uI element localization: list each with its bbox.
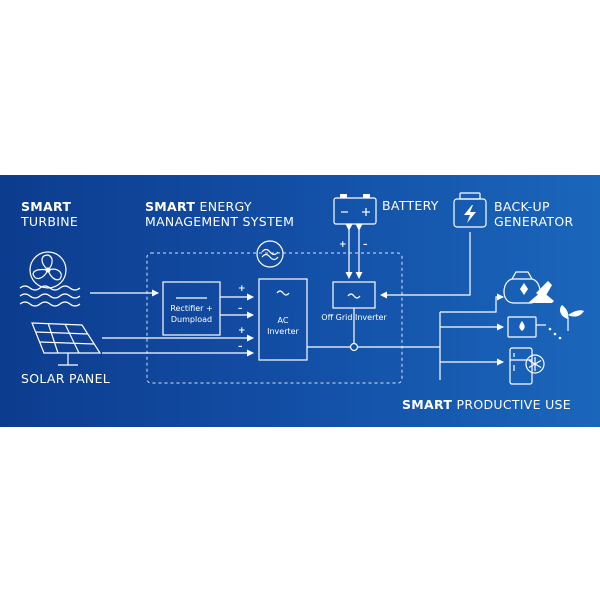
irrigation-icon xyxy=(507,305,584,340)
svg-text:–: – xyxy=(238,304,243,314)
grain-mill-icon xyxy=(503,271,554,304)
ac-inverter-box xyxy=(258,278,308,361)
off-grid-inverter-box xyxy=(332,281,376,309)
svg-text:+: + xyxy=(238,284,246,294)
off-grid-inverter-label: Off Grid Inverter xyxy=(321,313,387,322)
svg-text:–: – xyxy=(238,342,243,352)
system-diagram: + – + – + – xyxy=(19,192,584,385)
battery-label: BATTERY xyxy=(382,198,439,213)
rectifier-box xyxy=(162,281,221,336)
refrigerator-icon xyxy=(509,347,545,385)
generator-icon xyxy=(453,192,487,228)
rectifier-label: Rectifier +Dumpload xyxy=(170,304,213,324)
svg-text:+: + xyxy=(238,326,246,336)
generator-to-inverter-line xyxy=(380,232,471,299)
svg-text:+: + xyxy=(339,240,347,250)
productive-use-label: SMART PRODUCTIVE USE xyxy=(402,397,571,412)
turbine-icon xyxy=(19,251,81,307)
energy-system-banner: + – + – + – xyxy=(0,175,600,427)
ems-sine-icon xyxy=(256,240,284,268)
solar-panel-label: SOLAR PANEL xyxy=(21,371,111,386)
ems-boundary xyxy=(146,252,403,384)
battery-icon xyxy=(333,194,377,225)
svg-text:–: – xyxy=(363,240,368,250)
solar-panel-icon xyxy=(31,322,102,366)
